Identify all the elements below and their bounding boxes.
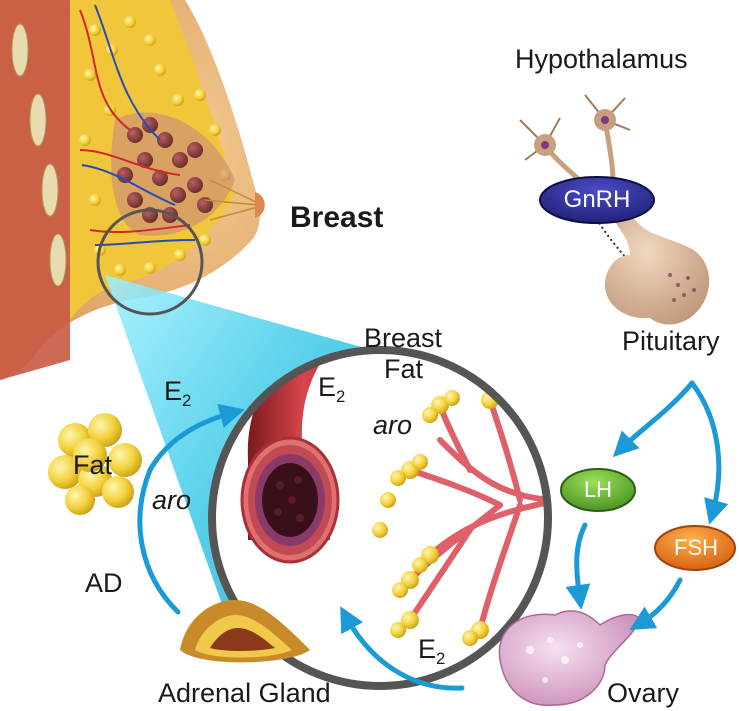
- breast-fat-label-line2: Fat: [384, 356, 423, 383]
- aro-inner-label: aro: [373, 412, 412, 439]
- e2-left-label: E2: [164, 378, 191, 405]
- breast-label: Breast: [290, 203, 383, 233]
- fsh-label: FSH: [659, 532, 733, 564]
- e2-bottom-label: E2: [418, 636, 445, 663]
- pituitary-label: Pituitary: [622, 328, 720, 355]
- e2-inner-label: E2: [318, 374, 345, 401]
- hypothalamus-label: Hypothalamus: [515, 46, 688, 73]
- ad-label: AD: [85, 570, 123, 597]
- gnrh-label: GnRH: [545, 182, 649, 218]
- pituitary-gland-illustration: [605, 213, 709, 324]
- adrenal-gland-label: Adrenal Gland: [158, 680, 331, 707]
- ovary-label: Ovary: [607, 680, 679, 707]
- breast-fat-label-line1: Breast: [364, 325, 442, 352]
- aro-left-label: aro: [152, 487, 191, 514]
- lh-label: LH: [565, 474, 631, 506]
- fat-label: Fat: [73, 452, 112, 479]
